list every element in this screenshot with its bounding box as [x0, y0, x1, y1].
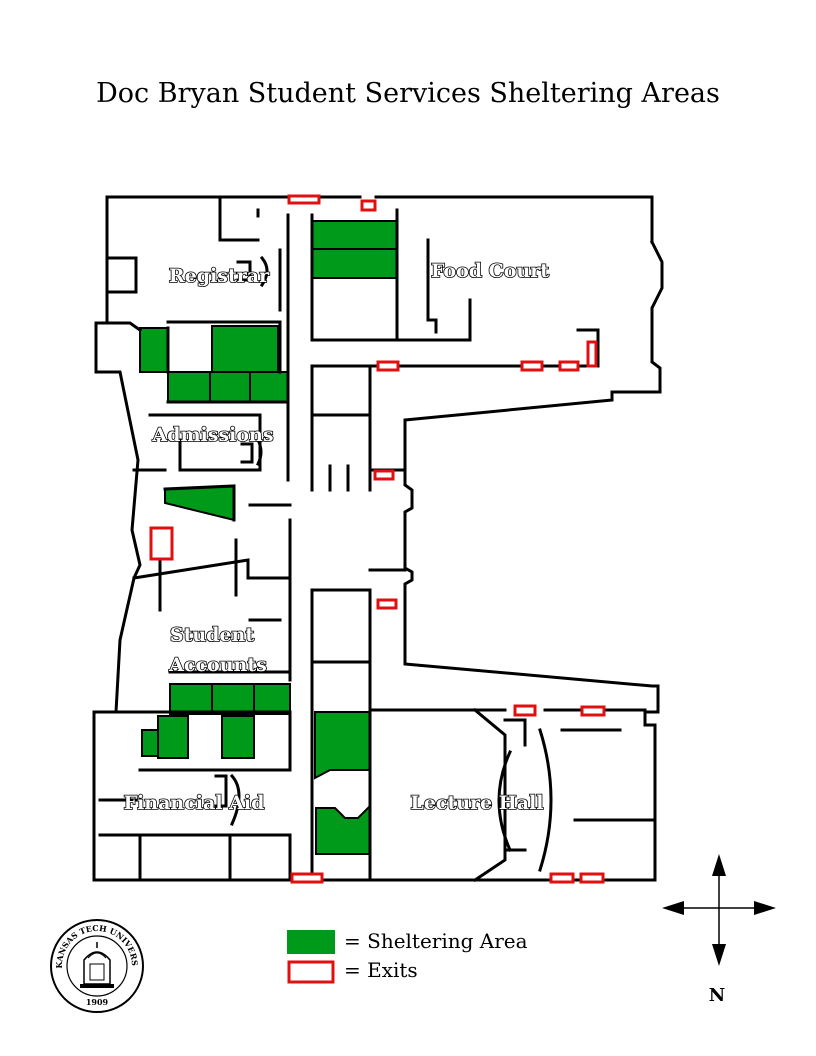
room-label-financial-aid: Financial Aid — [124, 792, 265, 814]
exit-marker — [579, 872, 605, 884]
legend-shelter-swatch — [287, 930, 335, 954]
exit-marker — [376, 360, 400, 372]
exit-marker — [360, 199, 377, 212]
legend-shelter-label: = Sheltering Area — [344, 929, 528, 953]
exit-marker — [513, 704, 537, 717]
exit-marker — [580, 705, 606, 717]
room-label-admissions: Admissions — [151, 424, 273, 446]
exit-marker — [287, 194, 321, 205]
room-label-accounts: Accounts — [168, 654, 267, 676]
seal-text: ARKANSAS TECH UNIVERSITY — [0, 0, 140, 969]
exit-marker — [586, 340, 598, 368]
exit-marker — [290, 872, 324, 884]
walls — [92, 195, 664, 883]
shelter-area — [311, 248, 398, 279]
room-label-lecture-hall: Lecture Hall — [410, 792, 543, 814]
shelter-area — [139, 327, 169, 373]
shelter-area — [167, 371, 211, 403]
exit-marker — [376, 598, 398, 610]
room-label-registrar: Registrar — [169, 265, 270, 287]
shelter-area — [164, 484, 235, 522]
shelter-area — [249, 371, 289, 403]
shelter-area — [315, 803, 371, 855]
room-label-food-court: Food Court — [431, 260, 549, 282]
shelter-area — [211, 325, 279, 373]
legend-exit-label: = Exits — [344, 958, 418, 982]
room-label-student: Student — [170, 624, 254, 646]
exit-marker — [549, 872, 575, 884]
shelter-area — [211, 683, 255, 715]
shelter-area — [311, 220, 398, 250]
university-seal-icon: ARKANSAS TECH UNIVERSITY 1909 — [0, 0, 144, 1013]
exit-marker — [149, 526, 174, 561]
shelter-area — [157, 715, 189, 759]
exit-marker — [558, 360, 580, 372]
seal-year: 1909 — [86, 997, 109, 1007]
sheltering-areas — [139, 220, 398, 855]
legend: = Sheltering Area = Exits — [287, 929, 528, 984]
exit-marker — [520, 360, 544, 372]
shelter-area — [221, 715, 255, 759]
compass-icon: N — [662, 854, 776, 1006]
shelter-area — [209, 371, 251, 403]
legend-exit-swatch — [287, 960, 335, 984]
shelter-area — [253, 683, 291, 715]
shelter-area — [169, 683, 213, 715]
shelter-area — [141, 729, 159, 757]
page-title: Doc Bryan Student Services Sheltering Ar… — [96, 78, 720, 109]
shelter-area — [314, 711, 371, 780]
exit-marker — [373, 469, 395, 481]
exits — [149, 194, 606, 884]
compass-north-label: N — [709, 985, 725, 1006]
